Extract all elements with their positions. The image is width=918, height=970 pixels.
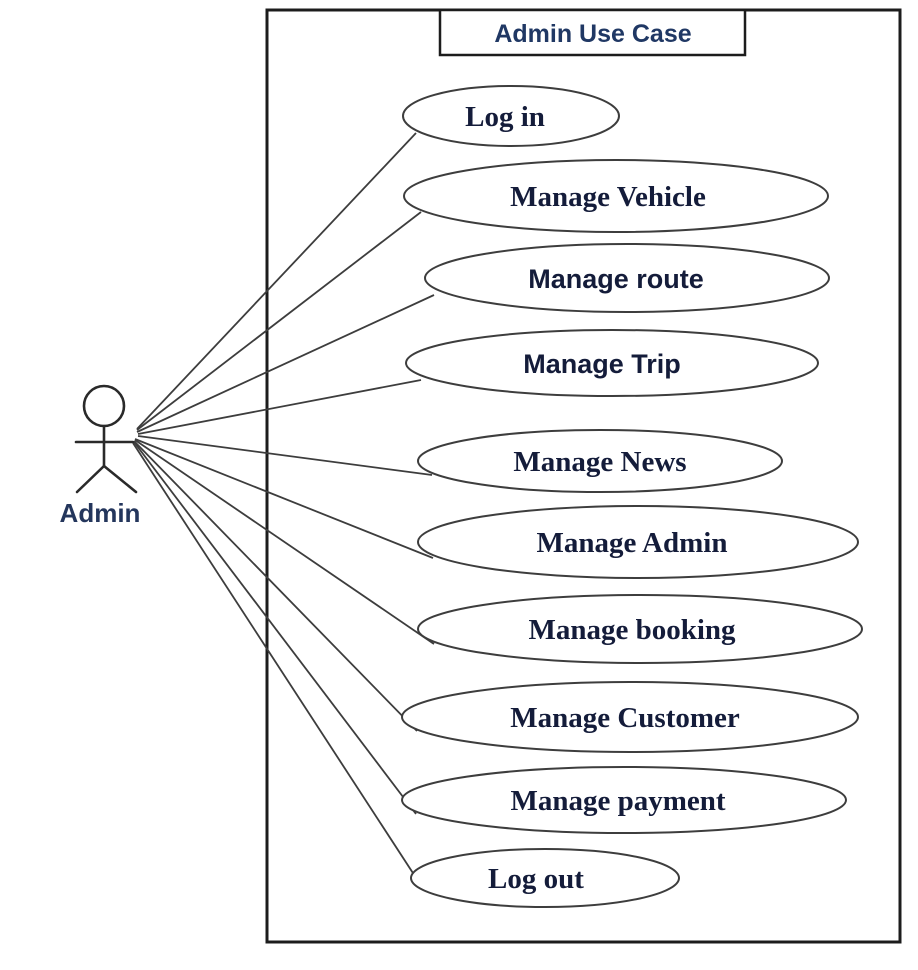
association-lines [132,132,435,891]
association-line-log-out [132,442,425,891]
association-line-manage-admin [134,438,434,559]
use-case-log-in: Log in [402,85,620,147]
association-line-manage-trip [137,379,422,435]
use-case-label: Manage booking [528,614,736,646]
diagram-title: Admin Use Case [494,20,691,48]
use-case-manage-payment: Manage payment [401,766,847,834]
use-case-label: Manage Trip [523,349,681,379]
association-line-manage-news [137,435,433,476]
association-line-manage-payment [133,441,417,815]
use-case-log-out: Log out [410,848,680,908]
actor-leg-left [75,464,106,494]
association-line-log-in [136,132,417,430]
use-case-manage-route: Manage route [424,243,830,313]
use-case-label: Manage payment [510,785,725,817]
association-line-manage-booking [134,439,435,645]
use-case-label: Manage Customer [510,702,740,734]
actor-head [82,384,126,428]
use-case-manage-booking: Manage booking [417,594,863,664]
use-case-manage-admin: Manage Admin [417,505,859,579]
association-line-manage-route [136,294,435,433]
use-case-manage-customer: Manage Customer [401,681,859,753]
actor-leg-right [102,464,138,494]
use-cases: Log in Manage Vehicle Manage route Manag… [401,85,863,908]
use-case-manage-news: Manage News [417,429,783,493]
actor-admin: Admin [60,384,141,528]
use-case-label: Log in [465,101,545,133]
use-case-label: Manage Vehicle [510,181,706,213]
association-line-manage-customer [133,440,418,732]
diagram-title-box: Admin Use Case [438,8,747,57]
use-case-manage-trip: Manage Trip [405,329,819,397]
use-case-label: Manage News [513,446,686,478]
use-case-label: Manage route [528,264,704,294]
use-case-label: Log out [488,863,584,895]
association-line-manage-vehicle [136,211,422,431]
use-case-label: Manage Admin [537,527,728,559]
actor-label: Admin [60,498,141,528]
use-case-manage-vehicle: Manage Vehicle [403,159,829,233]
